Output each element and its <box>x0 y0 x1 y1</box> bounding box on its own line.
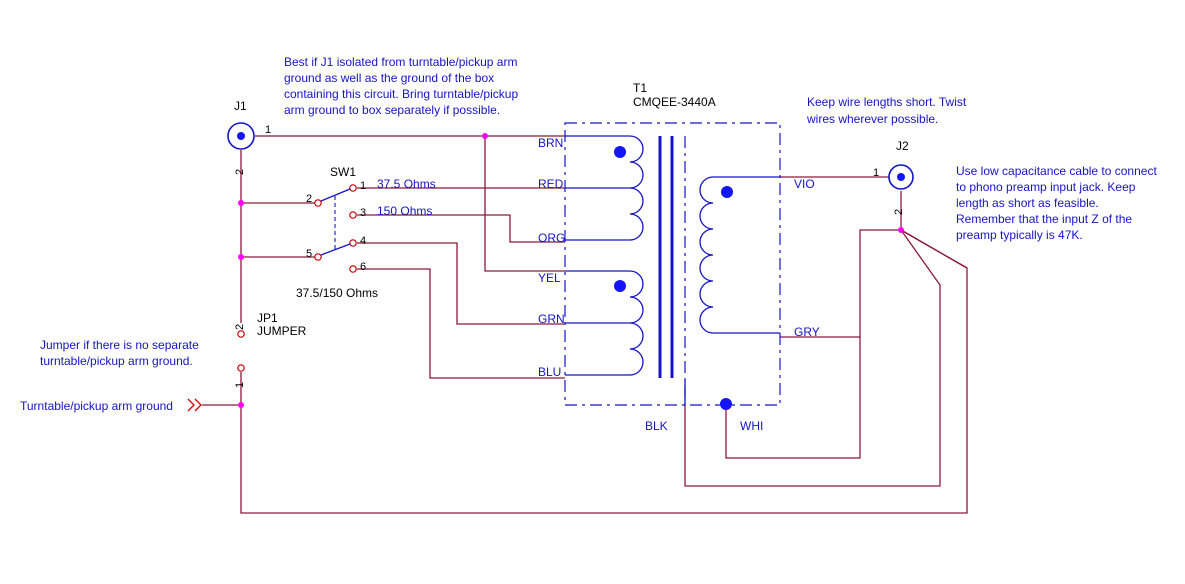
sw1-pin1 <box>349 184 357 192</box>
sw1-pin2 <box>314 199 322 207</box>
j2-ref: J2 <box>896 139 909 153</box>
note-line: to phono preamp input jack. Keep <box>956 180 1136 194</box>
wire-blk <box>684 229 941 487</box>
sw1-pin3 <box>349 211 357 219</box>
lead-gry: GRY <box>794 325 820 339</box>
wire-blu <box>357 268 565 379</box>
jp1-pin1 <box>237 364 245 372</box>
lead-yel: YEL <box>538 271 561 285</box>
note-jumper: Jumper if there is no separate turntable… <box>40 338 199 368</box>
junction-dot <box>238 200 244 206</box>
jp1-pin1-number: 1 <box>234 382 246 388</box>
j2-connector: J2 1 2 <box>873 139 914 215</box>
note-line: arm ground to box separately if possible… <box>284 103 500 117</box>
sw1-tap-150: 150 Ohms <box>377 204 432 218</box>
jp1-pin2-number: 2 <box>234 324 246 330</box>
transformer-value: CMQEE-3440A <box>633 95 716 109</box>
whi-terminal-dot <box>720 398 732 410</box>
lead-whi: WHI <box>740 419 763 433</box>
sw1-pin6 <box>349 265 357 273</box>
lead-org: ORG <box>538 231 565 245</box>
wire-grn <box>357 242 565 325</box>
note-line: wires wherever possible. <box>806 112 938 126</box>
junction-dot <box>482 133 488 139</box>
wire-ground-return <box>900 229 968 269</box>
ground-label: Turntable/pickup arm ground <box>20 399 173 413</box>
note-line: preamp typically is 47K. <box>956 228 1083 242</box>
jp1-ref: JP1 <box>257 311 278 325</box>
lead-grn: GRN <box>538 312 565 326</box>
wire-gry <box>780 229 901 338</box>
j2-pin1-number: 1 <box>873 167 879 179</box>
note-line: Use low capacitance cable to connect <box>956 164 1157 178</box>
junctions <box>238 133 904 408</box>
sw1-blade-2 <box>320 243 351 256</box>
junction-dot <box>238 402 244 408</box>
wires <box>202 135 968 514</box>
ground-arrow: Turntable/pickup arm ground <box>20 398 202 413</box>
sw1-switch: SW1 2 5 1 3 4 6 37.5 Ohms 150 Ohms 37.5/… <box>296 165 436 300</box>
sw1-value: 37.5/150 Ohms <box>296 286 378 300</box>
primary-top-phase-dot <box>614 146 626 158</box>
transformer-outline <box>564 122 781 406</box>
junction-dot <box>898 227 904 233</box>
secondary-winding <box>699 176 780 334</box>
wire-jumper-ground <box>240 229 968 514</box>
wire-org <box>357 214 565 243</box>
lead-blk: BLK <box>645 419 668 433</box>
transformer-ref: T1 <box>633 81 647 95</box>
jp1-value: JUMPER <box>257 324 307 338</box>
lead-brn: BRN <box>538 136 563 150</box>
j1-ref: J1 <box>234 99 247 113</box>
junction-dot <box>238 254 244 260</box>
arrow-chevron-icon <box>187 398 202 412</box>
note-line: turntable/pickup arm ground. <box>40 354 193 368</box>
note-cable: Use low capacitance cable to connect to … <box>956 164 1157 242</box>
sw1-ref: SW1 <box>330 165 356 179</box>
note-line: Best if J1 isolated from turntable/picku… <box>284 55 517 69</box>
sw1-pin4 <box>349 239 357 247</box>
sw1-tap-37-5: 37.5 Ohms <box>377 177 436 191</box>
sw1-blade-1 <box>320 188 351 202</box>
sw1-pin6-number: 6 <box>360 261 366 273</box>
j2-center-dot <box>897 173 905 181</box>
j2-pin2-number: 2 <box>893 209 905 215</box>
wire-whi <box>725 337 861 459</box>
note-line: ground as well as the ground of the box <box>284 71 494 85</box>
j1-pin1-number: 1 <box>265 124 271 136</box>
jp1-pin2 <box>237 330 245 338</box>
sw1-pin2-number: 2 <box>306 193 312 205</box>
note-wires: Keep wire lengths short. Twist wires whe… <box>806 95 967 126</box>
note-line: Remember that the input Z of the <box>956 212 1132 226</box>
sw1-pin3-number: 3 <box>360 207 366 219</box>
lead-vio: VIO <box>794 177 815 191</box>
j1-pin2-number: 2 <box>234 169 246 175</box>
note-j1-isolation: Best if J1 isolated from turntable/picku… <box>284 55 518 117</box>
note-line: Keep wire lengths short. Twist <box>807 95 967 109</box>
note-line: Jumper if there is no separate <box>40 338 199 352</box>
sw1-pin5 <box>314 253 322 261</box>
lead-blu: BLU <box>538 365 561 379</box>
secondary-phase-dot <box>721 186 733 198</box>
note-line: length as short as feasible. <box>956 196 1099 210</box>
j1-center-dot <box>237 132 245 140</box>
transformer-t1: T1 CMQEE-3440A BRN RED ORG YEL GRN BLU V… <box>538 81 820 433</box>
sw1-pin1-number: 1 <box>360 180 366 192</box>
jp1-jumper: JP1 JUMPER 2 1 <box>234 311 307 388</box>
lead-red: RED <box>538 177 564 191</box>
sw1-pin4-number: 4 <box>360 235 366 247</box>
note-line: containing this circuit. Bring turntable… <box>284 87 518 101</box>
primary-bottom-phase-dot <box>614 280 626 292</box>
sw1-pin5-number: 5 <box>306 248 312 260</box>
j1-connector: J1 1 2 <box>227 99 271 175</box>
wire-brn-yel <box>484 136 565 272</box>
